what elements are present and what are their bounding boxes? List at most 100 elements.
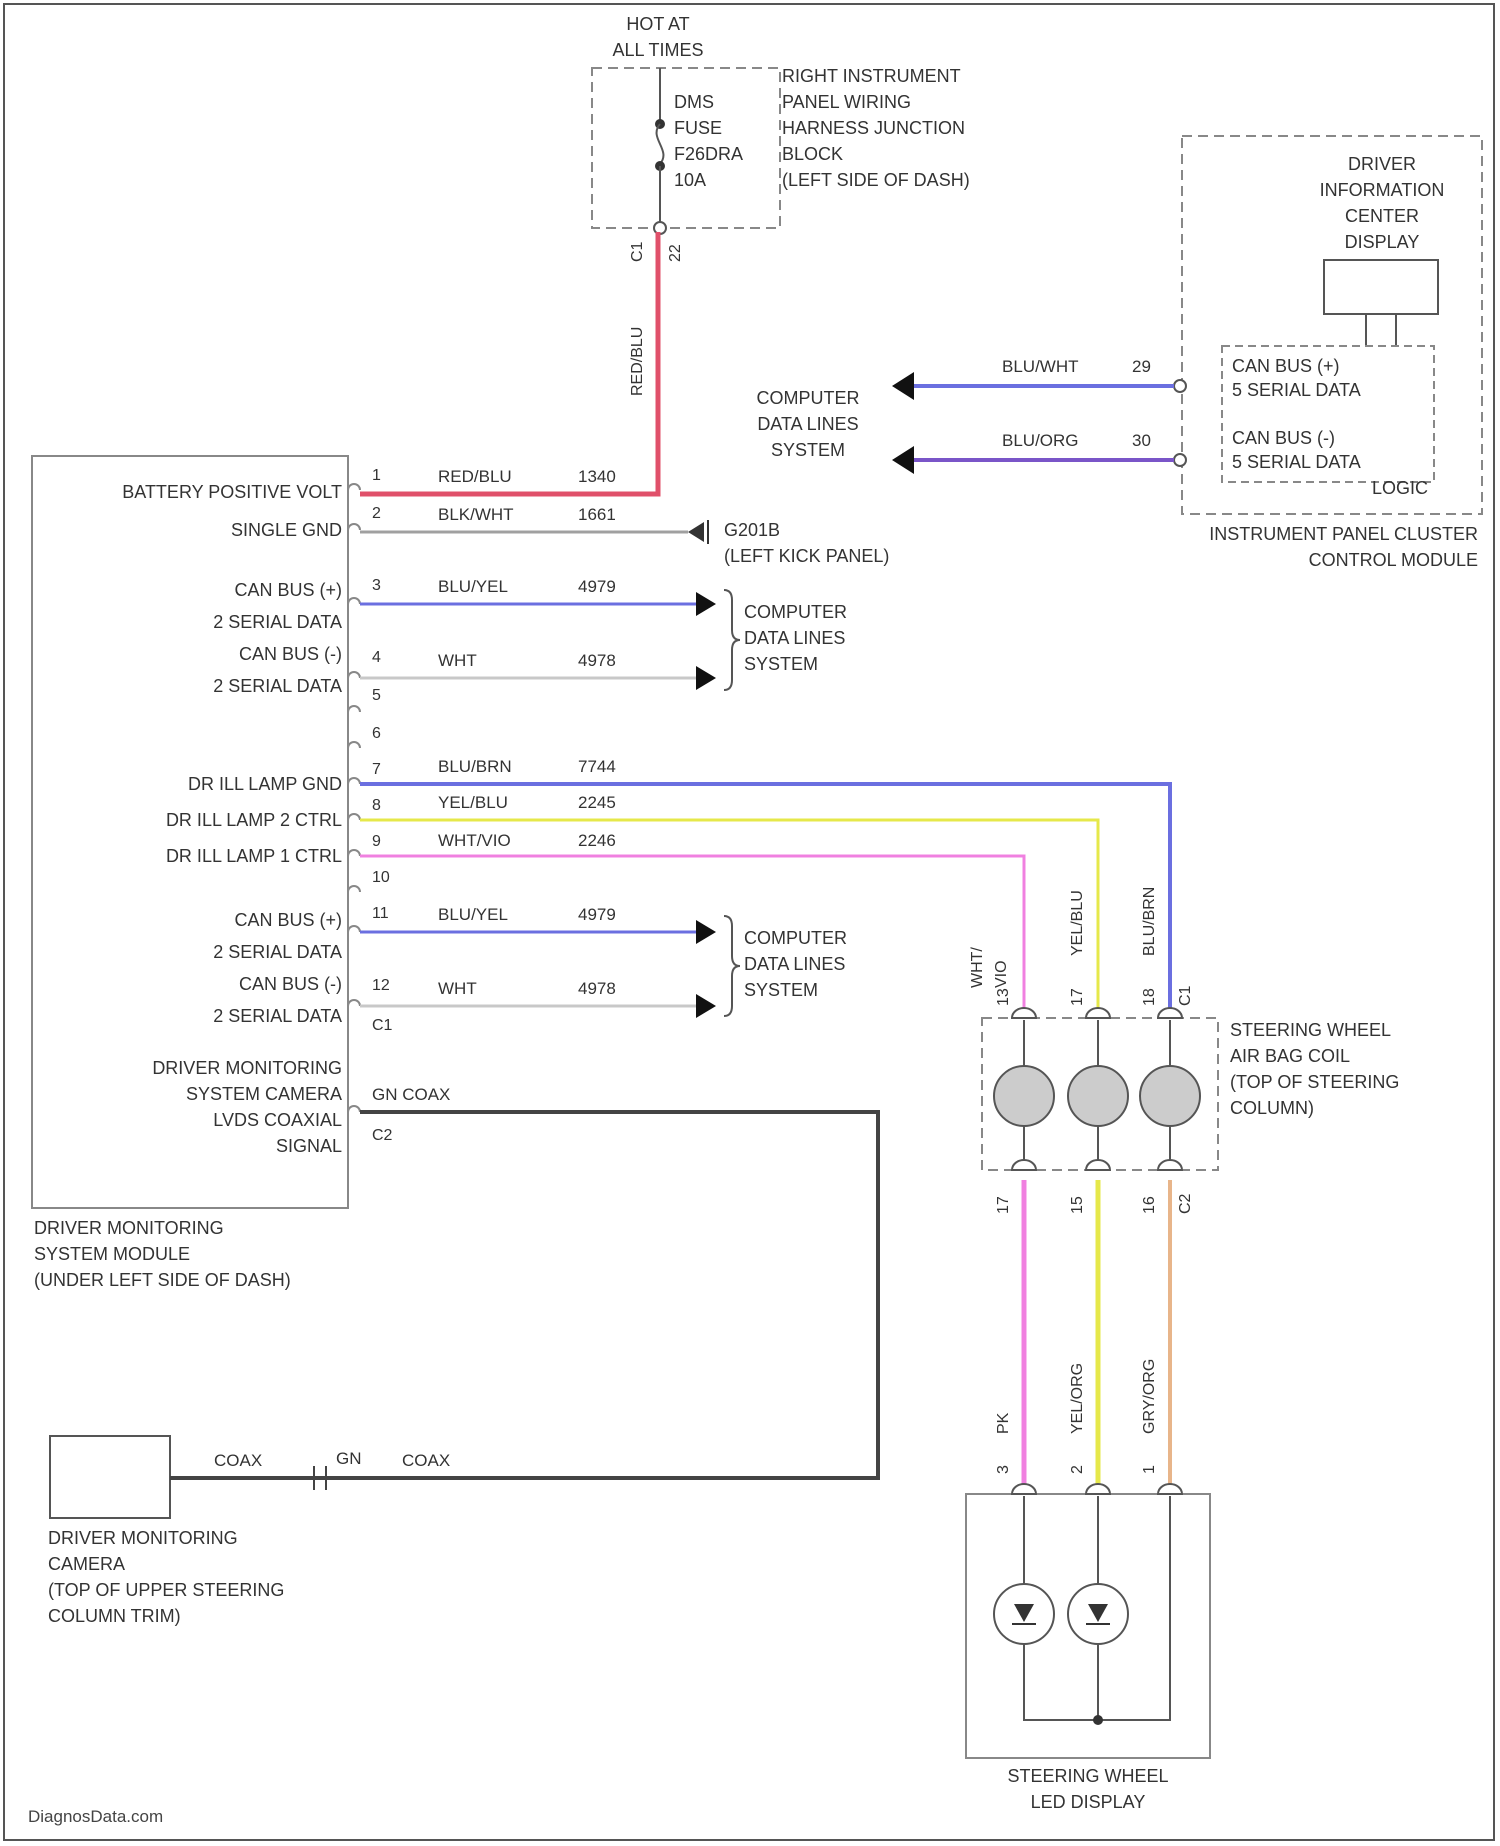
- wire-11-color: BLU/YEL: [438, 905, 508, 924]
- led-pin-3: 1: [1141, 1465, 1158, 1474]
- wire-11-circuit: 4979: [578, 905, 616, 924]
- dic-name-line-3: CENTER: [1345, 206, 1419, 226]
- wire-8-circuit: 2245: [578, 793, 616, 812]
- cs-top-wire-2: YEL/BLU: [1069, 890, 1086, 956]
- clockspring-name-line-3: (TOP OF STEERING: [1230, 1072, 1399, 1092]
- dms-label-lamp-2: DR ILL LAMP 2 CTRL: [166, 810, 342, 830]
- arrow-left-icon: [892, 372, 914, 400]
- fuse-location-line-5: (LEFT SIDE OF DASH): [782, 170, 970, 190]
- wire-2-circuit: 1661: [578, 505, 616, 524]
- cs-top-wire-3: BLU/BRN: [1141, 887, 1158, 956]
- dms-pin-11: 11: [372, 905, 389, 922]
- fuse-name-line-4: 10A: [674, 170, 706, 190]
- ipc-can-hi-label: CAN BUS (+): [1232, 356, 1340, 376]
- fuse-name-line-1: DMS: [674, 92, 714, 112]
- arrow-right-icon: [696, 592, 716, 616]
- clockspring-name-line-2: AIR BAG COIL: [1230, 1046, 1350, 1066]
- arrow-right-icon: [696, 666, 716, 690]
- dms-label-lamp-1: DR ILL LAMP 1 CTRL: [166, 846, 342, 866]
- cs-bot-wire-2: YEL/ORG: [1069, 1363, 1086, 1434]
- data-lines-1-line-2: DATA LINES: [744, 628, 845, 648]
- fuse-location-line-3: HARNESS JUNCTION: [782, 118, 965, 138]
- ground-icon: [688, 520, 708, 544]
- wire-12-circuit: 4978: [578, 979, 616, 998]
- ipc-data-lines-2: DATA LINES: [757, 414, 858, 434]
- camera-coax-mid: GN: [336, 1449, 362, 1468]
- ipc-data-lines-3: SYSTEM: [771, 440, 845, 460]
- cs-top-pin-3: 18: [1141, 988, 1158, 1006]
- cs-top-pin-1: 13: [995, 988, 1012, 1006]
- wire-coax-module: [320, 1112, 878, 1478]
- dms-pin-5: 5: [372, 687, 381, 704]
- dms-label-camera-1: DRIVER MONITORING: [152, 1058, 342, 1078]
- wire-7-circuit: 7744: [578, 757, 616, 776]
- ipc-can-lo-label: CAN BUS (-): [1232, 428, 1335, 448]
- data-lines-1-line-3: SYSTEM: [744, 654, 818, 674]
- fuse-icon: [657, 124, 664, 164]
- arrow-right-icon: [696, 920, 716, 944]
- clockspring-name-line-4: COLUMN): [1230, 1098, 1314, 1118]
- data-lines-1-line-1: COMPUTER: [744, 602, 847, 622]
- fuse-name-line-2: FUSE: [674, 118, 722, 138]
- cs-top-pin-2: 17: [1069, 988, 1086, 1006]
- dms-label-can-hi-1-serial: 2 SERIAL DATA: [213, 612, 342, 632]
- fuse-name-line-3: F26DRA: [674, 144, 743, 164]
- cs-bot-wire-1: PK: [995, 1412, 1012, 1434]
- fuse-pin-number: 22: [667, 244, 684, 262]
- dms-label-can-lo-1-serial: 2 SERIAL DATA: [213, 676, 342, 696]
- wire-8-color: YEL/BLU: [438, 793, 508, 812]
- dms-pin-7: 7: [372, 761, 381, 778]
- ipc-data-lines-1: COMPUTER: [757, 388, 860, 408]
- led-2-icon: [1068, 1584, 1128, 1644]
- dms-pin-9: 9: [372, 833, 381, 850]
- wire-pin7-blu-brn: [360, 784, 1170, 1008]
- wire-4-circuit: 4978: [578, 651, 616, 670]
- hot-at-label: HOT AT: [626, 14, 689, 34]
- led-1-icon: [994, 1584, 1054, 1644]
- camera-coax-left: COAX: [214, 1451, 262, 1470]
- ipc-pin-hi: [1174, 380, 1186, 392]
- clockspring-coil-2-icon: [1068, 1066, 1128, 1126]
- ipc-pin-lo: [1174, 454, 1186, 466]
- ipc-wire-lo-color: BLU/ORG: [1002, 431, 1079, 450]
- data-lines-2-line-2: DATA LINES: [744, 954, 845, 974]
- dms-label-camera-3: LVDS COAXIAL: [213, 1110, 342, 1130]
- ipc-name-line-2: CONTROL MODULE: [1309, 550, 1478, 570]
- dms-name-line-2: SYSTEM MODULE: [34, 1244, 190, 1264]
- ipc-can-hi-serial: 5 SERIAL DATA: [1232, 380, 1361, 400]
- wire-4-color: WHT: [438, 651, 477, 670]
- ground-id: G201B: [724, 520, 780, 540]
- dms-label-camera-2: SYSTEM CAMERA: [186, 1084, 342, 1104]
- led-display-pins: [1012, 1484, 1182, 1494]
- clockspring-name-line-1: STEERING WHEEL: [1230, 1020, 1391, 1040]
- fuse-location-line-4: BLOCK: [782, 144, 843, 164]
- led-pin-2: 2: [1069, 1465, 1086, 1474]
- wire-7-color: BLU/BRN: [438, 757, 512, 776]
- dms-connector-ticks: [348, 484, 360, 1112]
- ipc-can-lo-serial: 5 SERIAL DATA: [1232, 452, 1361, 472]
- ipc-wire-hi-pin: 29: [1132, 357, 1151, 376]
- watermark: DiagnosData.com: [28, 1807, 163, 1826]
- wire-9-color: WHT/VIO: [438, 831, 511, 850]
- dms-pin-12: 12: [372, 977, 390, 994]
- dms-pin-3: 3: [372, 577, 381, 594]
- dms-label-lamp-gnd: DR ILL LAMP GND: [188, 774, 342, 794]
- dms-pin-conn-c1: C1: [372, 1017, 393, 1034]
- led-name-line-1: STEERING WHEEL: [1007, 1766, 1168, 1786]
- fuse-location-line-2: PANEL WIRING: [782, 92, 911, 112]
- camera-coax-right: COAX: [402, 1451, 450, 1470]
- cs-top-wire-1a: WHT/: [969, 947, 986, 988]
- dic-name-line-1: DRIVER: [1348, 154, 1416, 174]
- wire-12-color: WHT: [438, 979, 477, 998]
- wire-1-circuit: 1340: [578, 467, 616, 486]
- wire-2-color: BLK/WHT: [438, 505, 514, 524]
- cs-bot-conn: C2: [1177, 1193, 1194, 1214]
- fuse-location-line-1: RIGHT INSTRUMENT: [782, 66, 961, 86]
- dms-pin-1: 1: [372, 467, 381, 484]
- dms-pin-6: 6: [372, 725, 381, 742]
- dic-name-line-4: DISPLAY: [1345, 232, 1420, 252]
- fuse-feed-wire-label: RED/BLU: [629, 327, 646, 396]
- camera-name-line-1: DRIVER MONITORING: [48, 1528, 238, 1548]
- clockspring-bottom-pins: [1012, 1160, 1182, 1170]
